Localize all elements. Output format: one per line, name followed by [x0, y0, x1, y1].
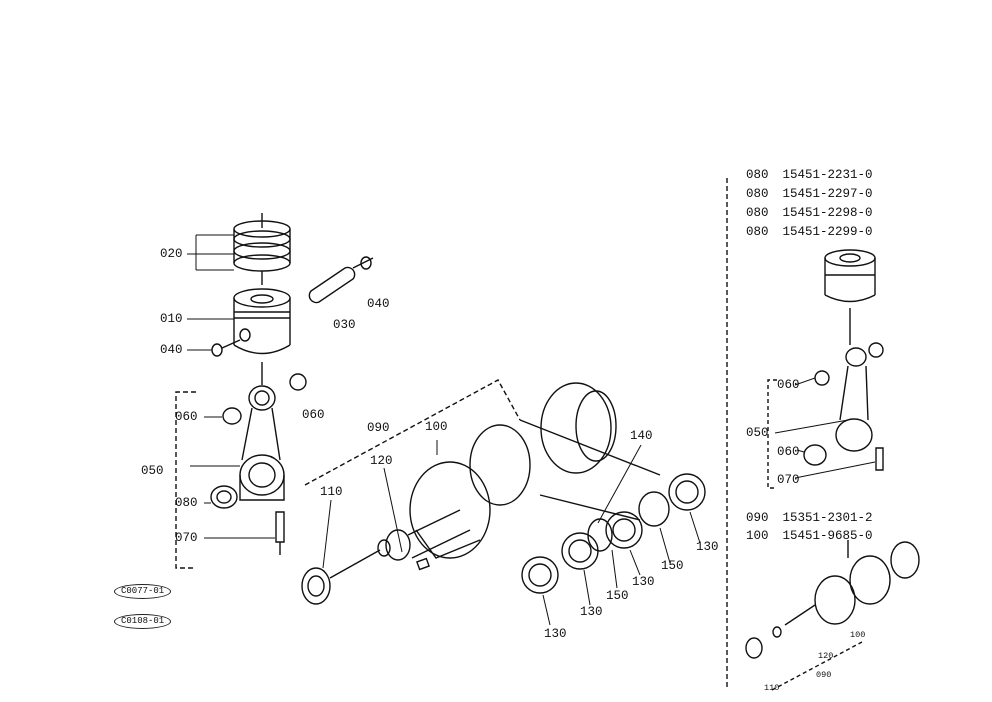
row-part: 15451-2297-0 — [782, 187, 873, 201]
callout-090: 090 — [367, 421, 390, 435]
callout-050: 050 — [141, 464, 164, 478]
callout-030: 030 — [333, 318, 356, 332]
piston-pin-drawing — [309, 258, 373, 303]
callout-040-right: 040 — [367, 297, 390, 311]
callout-100: 100 — [425, 420, 448, 434]
crank-bracket — [305, 380, 520, 485]
row-part: 15451-2231-0 — [782, 168, 873, 182]
callout-110: 110 — [320, 485, 343, 499]
side-parts-list-bottom: 090 15351-2301-2 100 15451-9685-0 — [746, 509, 873, 545]
callout-right-070: 070 — [777, 473, 800, 487]
callout-150-b: 150 — [661, 559, 684, 573]
stamp-code: C0108-01 — [114, 614, 172, 629]
callout-small-110: 110 — [764, 683, 780, 693]
side-list-row: 090 15351-2301-2 — [746, 509, 873, 527]
row-ref: 080 — [746, 206, 769, 220]
callout-010: 010 — [160, 312, 183, 326]
right-crank-drawing — [746, 540, 919, 690]
row-ref: 080 — [746, 168, 769, 182]
piston-drawing — [234, 289, 290, 354]
piston-rings-drawing — [234, 213, 290, 285]
callout-small-090: 090 — [816, 670, 832, 680]
right-piston-drawing — [768, 250, 883, 488]
callout-060-right: 060 — [302, 408, 325, 422]
stamp-code: C0077-01 — [114, 584, 172, 599]
callout-130-d: 130 — [696, 540, 719, 554]
callout-120: 120 — [370, 454, 393, 468]
conrod-bracket — [176, 392, 196, 568]
crank-gear-drawing — [302, 550, 380, 604]
callout-140: 140 — [630, 429, 653, 443]
callout-040-left: 040 — [160, 343, 183, 357]
callout-150-a: 150 — [606, 589, 629, 603]
row-ref: 100 — [746, 529, 769, 543]
callout-060-left: 060 — [175, 410, 198, 424]
row-part: 15451-2298-0 — [782, 206, 873, 220]
callout-right-060-a: 060 — [777, 378, 800, 392]
side-list-row: 080 15451-2297-0 — [746, 185, 873, 204]
row-part: 15451-2299-0 — [782, 225, 873, 239]
callout-080: 080 — [175, 496, 198, 510]
callout-020: 020 — [160, 247, 183, 261]
side-list-row: 080 15451-2299-0 — [746, 223, 873, 242]
crankshaft-drawing — [378, 383, 660, 569]
row-part: 15451-9685-0 — [782, 529, 873, 543]
callout-right-050: 050 — [746, 426, 769, 440]
row-ref: 080 — [746, 225, 769, 239]
callout-130-b: 130 — [580, 605, 603, 619]
row-ref: 080 — [746, 187, 769, 201]
side-list-row: 080 15451-2298-0 — [746, 204, 873, 223]
row-ref: 090 — [746, 511, 769, 525]
callout-130-c: 130 — [632, 575, 655, 589]
circlip-drawings — [212, 257, 371, 356]
side-list-row: 080 15451-2231-0 — [746, 166, 873, 185]
callout-small-120: 120 — [818, 651, 834, 661]
callout-right-060-b: 060 — [777, 445, 800, 459]
callout-small-100: 100 — [850, 630, 866, 640]
callout-070: 070 — [175, 531, 198, 545]
leader-lines — [187, 235, 875, 625]
main-bearings-drawing — [522, 474, 705, 593]
side-list-row: 100 15451-9685-0 — [746, 527, 873, 545]
side-parts-list-top: 080 15451-2231-0 080 15451-2297-0 080 15451… — [746, 166, 873, 242]
conrod-drawing — [211, 362, 306, 555]
callout-130-a: 130 — [544, 627, 567, 641]
row-part: 15351-2301-2 — [782, 511, 873, 525]
